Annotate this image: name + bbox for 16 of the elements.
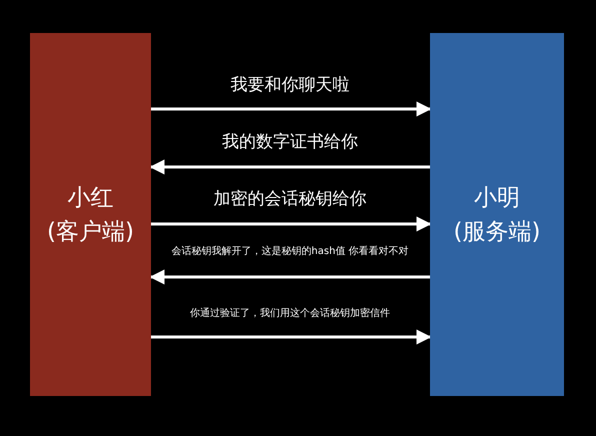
message-label: 我要和你聊天啦 bbox=[230, 74, 350, 96]
message-arrow bbox=[151, 330, 432, 344]
party-role: (客户端) bbox=[47, 218, 134, 246]
party-box bbox=[30, 33, 151, 396]
message-label: 加密的会话秘钥给你 bbox=[214, 188, 366, 210]
message-label: 你通过验证了，我们用这个会话秘钥加密信件 bbox=[190, 306, 390, 320]
party-name: 小红 bbox=[68, 184, 114, 212]
message-label: 会话秘钥我解开了，这是秘钥的hash值 你看看对不对 bbox=[171, 244, 409, 258]
message-arrow bbox=[150, 160, 430, 174]
message-arrow bbox=[151, 102, 432, 116]
party-name: 小明 bbox=[474, 184, 520, 212]
message-arrow bbox=[151, 216, 432, 232]
party-box bbox=[430, 33, 564, 396]
party-role: (服务端) bbox=[454, 218, 540, 246]
message-arrow bbox=[150, 270, 430, 284]
message-label: 我的数字证书给你 bbox=[222, 131, 358, 154]
